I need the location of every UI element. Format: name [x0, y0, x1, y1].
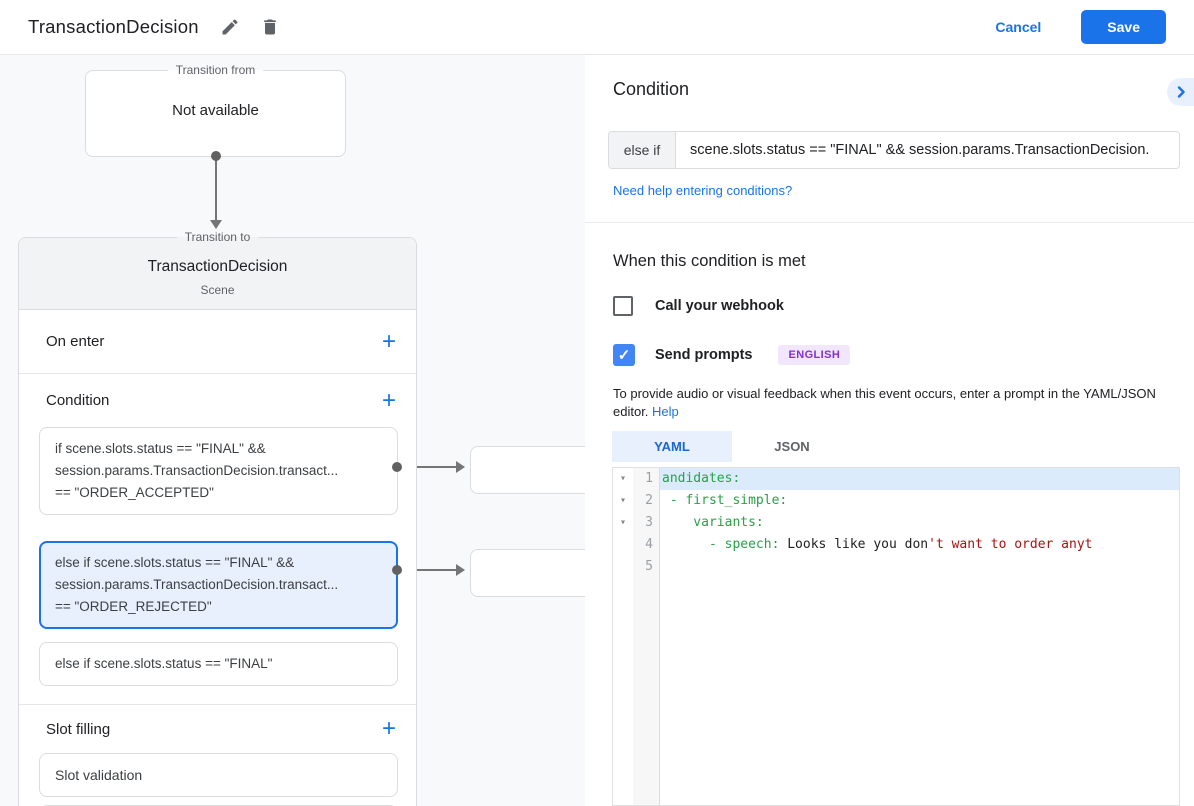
transition-target-box[interactable]	[470, 549, 596, 597]
condition-met-heading: When this condition is met	[613, 252, 806, 270]
connector-line	[397, 569, 459, 571]
condition-card-line: session.params.TransactionDecision.trans…	[55, 577, 339, 592]
hint-text-body: To provide audio or visual feedback when…	[613, 386, 1156, 419]
code-token: variants:	[662, 515, 764, 530]
scene-flow-canvas: Transition from Not available Transition…	[0, 55, 1194, 806]
send-prompts-checkbox[interactable]: ✓	[613, 344, 635, 366]
panel-divider	[585, 222, 1194, 223]
condition-card-final[interactable]: else if scene.slots.status == "FINAL"	[39, 642, 398, 686]
condition-card-line: session.params.TransactionDecision.trans…	[55, 463, 339, 478]
condition-detail-panel: Condition else if Need help entering con…	[585, 55, 1194, 806]
fold-arrow-icon[interactable]: ▾	[619, 495, 627, 506]
code-token: 't want to order anyt	[928, 537, 1093, 552]
connector-dot	[392, 462, 402, 472]
code-line[interactable]: ▾ 2 - first_simple:	[613, 490, 1179, 512]
add-condition-button[interactable]: +	[381, 386, 396, 414]
condition-card-line: else if scene.slots.status == "FINAL"	[55, 656, 273, 671]
scene-header: Transition to TransactionDecision Scene	[19, 230, 416, 310]
send-prompts-row: ✓ Send prompts ENGLISH	[613, 344, 851, 366]
edit-icon[interactable]	[219, 16, 241, 38]
send-prompts-label: Send prompts	[655, 347, 753, 363]
transition-to-box: Transition to TransactionDecision Scene …	[18, 230, 417, 806]
condition-section-label: Condition	[46, 392, 110, 409]
fold-arrow-icon[interactable]: ▾	[619, 473, 627, 484]
arrow-right-icon	[456, 461, 465, 473]
transition-from-legend: Transition from	[167, 63, 264, 77]
scene-subtitle: Scene	[200, 283, 235, 297]
condition-card-rejected-selected[interactable]: else if scene.slots.status == "FINAL" &&…	[39, 541, 398, 629]
call-webhook-checkbox[interactable]	[613, 296, 633, 316]
line-number: 3	[645, 515, 653, 530]
slot-filling-label: Slot filling	[46, 720, 111, 738]
editor-hint-text: To provide audio or visual feedback when…	[613, 385, 1165, 421]
arrow-right-icon	[456, 564, 465, 576]
arrow-down-icon	[210, 220, 222, 229]
tab-json[interactable]: JSON	[774, 439, 810, 454]
code-line[interactable]: ▾ 3 variants:	[613, 512, 1179, 534]
connector-dot	[211, 151, 221, 161]
slot-validation-card[interactable]: Slot validation	[39, 753, 398, 797]
code-token: - speech:	[662, 537, 780, 552]
code-token: Looks like you don	[779, 537, 929, 552]
fold-arrow-icon[interactable]: ▾	[619, 517, 627, 528]
code-line[interactable]: 5	[613, 556, 1179, 578]
transition-from-box[interactable]: Transition from Not available	[85, 63, 346, 157]
condition-card-line: if scene.slots.status == "FINAL" &&	[55, 441, 266, 456]
editor-tabs: YAML JSON	[612, 431, 852, 462]
webhook-row: Call your webhook	[613, 296, 784, 316]
slot-filling-section: Slot filling + Slot validation	[19, 705, 416, 806]
cancel-button[interactable]: Cancel	[995, 19, 1042, 35]
conditions-help-link[interactable]: Need help entering conditions?	[613, 183, 793, 198]
section-divider	[19, 704, 416, 705]
line-number: 1	[645, 471, 653, 486]
connector-dot	[392, 565, 402, 575]
yaml-code-editor[interactable]: ▾ 1 andidates: ▾ 2 - first_simple: ▾ 3 v…	[612, 467, 1180, 806]
chevron-right-icon	[1177, 86, 1185, 98]
connector-line	[397, 466, 459, 468]
condition-card-line: == "ORDER_REJECTED"	[55, 599, 212, 614]
fold-spacer	[613, 556, 633, 578]
call-webhook-label: Call your webhook	[655, 298, 784, 314]
condition-prefix-label: else if	[609, 132, 676, 168]
on-enter-label: On enter	[46, 333, 105, 350]
help-link[interactable]: Help	[652, 404, 679, 419]
condition-card-line: else if scene.slots.status == "FINAL" &&	[55, 555, 295, 570]
main-area: Transition from Not available Transition…	[0, 55, 1194, 806]
code-token: andidates:	[662, 471, 741, 486]
add-slot-button[interactable]: +	[381, 715, 396, 742]
top-bar: TransactionDecision Cancel Save	[0, 0, 1194, 55]
connector-line	[215, 156, 217, 220]
line-number: 4	[645, 537, 653, 552]
fold-spacer	[613, 534, 633, 556]
page-title: TransactionDecision	[28, 16, 199, 37]
delete-icon[interactable]	[259, 16, 281, 38]
transition-to-legend: Transition to	[176, 230, 259, 244]
line-number: 2	[645, 493, 653, 508]
save-button[interactable]: Save	[1081, 10, 1166, 44]
transition-from-value: Not available	[172, 101, 259, 119]
scene-title: TransactionDecision	[147, 258, 288, 275]
transition-target-box[interactable]	[470, 446, 596, 494]
code-token: - first_simple:	[662, 493, 788, 508]
add-on-enter-button[interactable]: +	[381, 327, 396, 355]
panel-heading: Condition	[613, 79, 690, 99]
condition-expression-row: else if	[608, 131, 1180, 169]
code-line[interactable]: 4 - speech: Looks like you don't want to…	[613, 534, 1179, 556]
tab-yaml[interactable]: YAML	[612, 431, 732, 462]
code-line[interactable]: ▾ 1 andidates:	[613, 468, 1179, 490]
line-number: 5	[645, 559, 653, 574]
collapse-panel-button[interactable]	[1167, 78, 1194, 106]
check-icon: ✓	[617, 347, 631, 364]
line-number-gutter	[633, 468, 660, 805]
condition-section: Condition + if scene.slots.status == "FI…	[19, 374, 416, 705]
condition-expression-input[interactable]	[676, 132, 1179, 168]
condition-card-accepted[interactable]: if scene.slots.status == "FINAL" && sess…	[39, 427, 398, 515]
language-badge: ENGLISH	[778, 345, 851, 365]
on-enter-section: On enter +	[19, 310, 416, 374]
condition-card-line: == "ORDER_ACCEPTED"	[55, 485, 214, 500]
